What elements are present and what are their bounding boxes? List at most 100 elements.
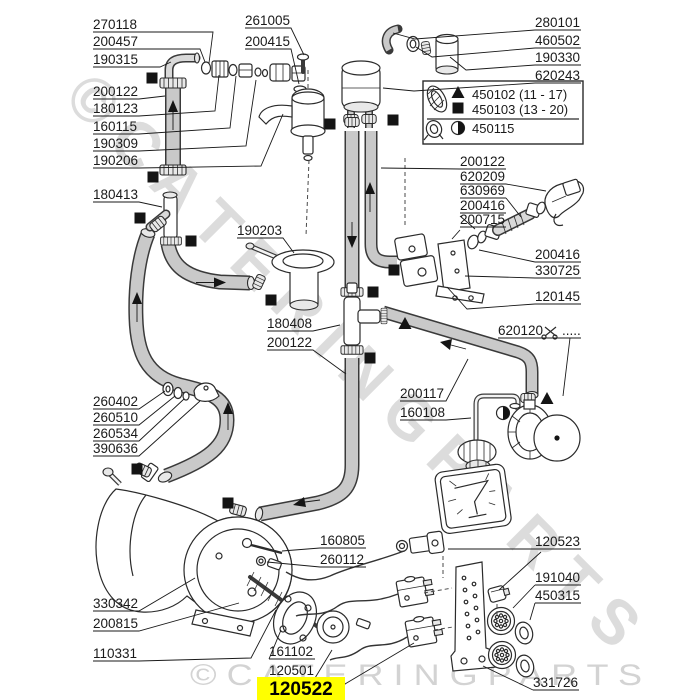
- legend: 450102 (11 - 17) 450103 (13 - 20) 450115: [422, 80, 584, 145]
- components: 450102 (11 - 17) 450103 (13 - 20) 450115: [95, 33, 585, 680]
- part-label-200415: 200415: [245, 34, 290, 49]
- elbow-fitting: [164, 52, 201, 89]
- washer-stack: [162, 381, 220, 402]
- part-label-160115: 160115: [93, 119, 137, 134]
- square-marker-icon: [147, 171, 159, 183]
- guide-lines: [305, 70, 498, 631]
- washer: [261, 68, 269, 78]
- part-label-460502: 460502: [535, 33, 580, 48]
- wire: [295, 593, 399, 617]
- syrup-bottle: [434, 463, 512, 534]
- part-label-180413: 180413: [93, 187, 138, 202]
- washer: [477, 230, 487, 244]
- thermostat-120522: [403, 612, 445, 648]
- part-label-200416-a: 200416: [460, 198, 505, 213]
- arrow-right-icon: [196, 277, 226, 288]
- wire: [329, 636, 408, 661]
- manifold-620209: [544, 178, 585, 227]
- tube-190330: [435, 33, 459, 75]
- arrow-up-icon: [168, 100, 178, 130]
- washer: [200, 61, 212, 75]
- arrow-up-icon: [223, 402, 233, 430]
- compression-fitting: [269, 63, 291, 82]
- pipe-clip: [193, 382, 220, 402]
- part-label-110331: 110331: [93, 646, 137, 661]
- spout: [258, 104, 293, 125]
- part-label-620209: 620209: [460, 169, 505, 184]
- clamp-icon-worm: [426, 85, 448, 113]
- part-label-190330: 190330: [535, 50, 580, 65]
- ring-450315: [512, 619, 536, 647]
- level-probe-160805: [250, 543, 283, 555]
- cover-120501: [316, 610, 350, 644]
- gasket-ring: [406, 35, 420, 53]
- part-label-330725: 330725: [535, 263, 580, 278]
- t-fitting-180408: [340, 282, 388, 355]
- washer: [509, 402, 521, 410]
- arrow-up-icon: [132, 292, 142, 322]
- part-label-190206: 190206: [93, 153, 138, 168]
- part-label-190315: 190315: [93, 52, 138, 67]
- part-label-261005: 261005: [245, 13, 290, 28]
- square-marker-icon: [146, 72, 158, 84]
- part-label-160805: 160805: [320, 533, 365, 548]
- square-marker-icon: [388, 264, 400, 276]
- square-marker-icon: [131, 463, 143, 475]
- martini-glass-icon: [448, 473, 496, 519]
- t-fitting-180413: [145, 191, 182, 246]
- triangle-marker-icon: [451, 86, 465, 98]
- part-label-180408: 180408: [267, 316, 312, 331]
- washer: [536, 201, 546, 215]
- part-label-120501: 120501: [269, 663, 314, 678]
- probe-washer-260112: [255, 555, 282, 571]
- tube-collar: [159, 77, 187, 89]
- washer: [228, 63, 238, 77]
- suction-pipe-160108: [473, 393, 521, 448]
- part-label-331726: 331726: [533, 675, 578, 690]
- solenoid-valve-120145: [394, 233, 485, 304]
- clamp-icon-spring: [423, 120, 444, 141]
- part-label-120522-highlighted: 120522: [269, 679, 332, 700]
- hose-clamp: [361, 114, 377, 124]
- part-label-620120: 620120: [498, 323, 543, 338]
- part-label-200122-b: 200122: [460, 154, 505, 169]
- part-label-200117: 200117: [400, 386, 444, 401]
- flow-arrows: [132, 88, 467, 507]
- part-label-180123: 180123: [93, 101, 138, 116]
- part-labels: 270118 200457 190315 200122 180123 16011…: [93, 13, 581, 690]
- half-circle-marker-icon: [450, 120, 466, 136]
- legend-item-label: 450103 (13 - 20): [472, 102, 568, 117]
- highlight-box: [257, 677, 345, 700]
- clamp-markers: [131, 72, 554, 509]
- wire: [285, 550, 405, 581]
- square-marker-icon: [452, 102, 464, 114]
- part-label-200815: 200815: [93, 616, 138, 631]
- square-marker-icon: [364, 352, 376, 364]
- part-label-161102: 161102: [269, 644, 313, 659]
- part-label-450315: 450315: [535, 588, 580, 603]
- connector-191040: [487, 640, 517, 670]
- legend-item-label: 450115: [472, 121, 514, 136]
- arrow-up-icon: [365, 182, 375, 212]
- hose-clamp: [344, 117, 360, 127]
- half-circle-marker-icon: [495, 405, 511, 421]
- air-pump: [507, 399, 581, 462]
- dots: .....: [562, 323, 581, 338]
- part-label-200416-b: 200416: [535, 247, 580, 262]
- part-label-200715: 200715: [460, 212, 505, 227]
- washer: [254, 67, 262, 77]
- boiler-330342: [95, 462, 293, 637]
- plug-120523: [487, 585, 511, 603]
- square-marker-icon: [134, 212, 146, 224]
- screw: [296, 53, 310, 61]
- part-label-191040: 191040: [535, 570, 580, 585]
- part-label-200122-a: 200122: [93, 84, 138, 99]
- arrow-left-icon: [293, 497, 321, 507]
- part-label-260534: 260534: [93, 426, 139, 441]
- part-label-190309: 190309: [93, 136, 138, 151]
- leader-lines: [93, 27, 581, 691]
- part-label-200457: 200457: [93, 34, 138, 49]
- air-trap-620243: [341, 60, 381, 113]
- tube-collar: [159, 164, 187, 176]
